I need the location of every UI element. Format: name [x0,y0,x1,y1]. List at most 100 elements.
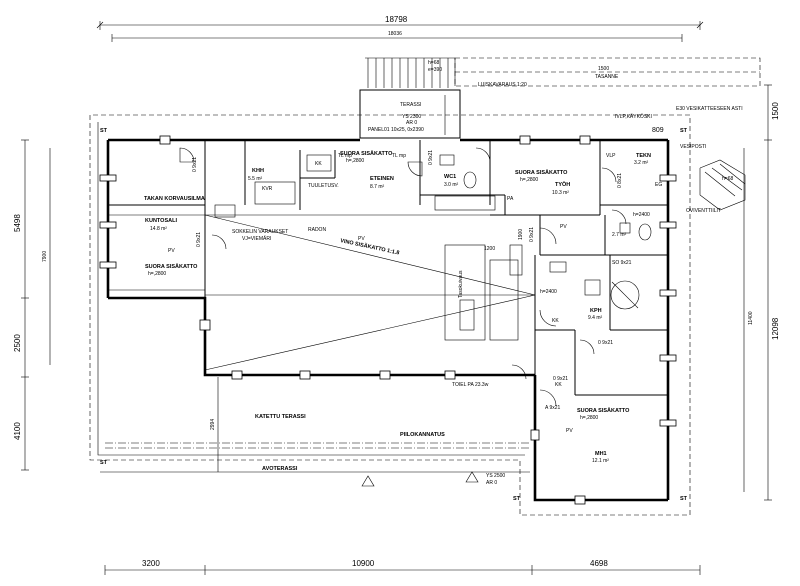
dim-top-small: 1500 [598,66,609,72]
e30-label: E30 VESIKATTEESEEN ASTI [676,106,743,112]
room-name: KUNTOSALI [145,218,177,224]
takan-korvausilma: TAKAN KORVAUSILMA [144,196,205,202]
eg-label: EG [655,182,662,188]
room-area: 3.0 m² [444,182,459,188]
room-note: PV [358,236,365,242]
fixtures [214,154,652,331]
north-arrow-icon [361,475,375,487]
ivlp-label: IVLP,KÄYKÖSKI [615,113,652,120]
annotations: ST ST ST ST ST KK TL mp TL mp TUULETUSV.… [100,106,743,502]
door-tag: 0 9x21 [428,150,434,165]
terrace-entrance: TERASSI YS 2300 AR 0 PANEL01 10x25, 0x23… [359,89,461,139]
wc-area: 2.7 m² [612,232,627,238]
tl-mp-label-2: TL mp [392,153,406,159]
st-label: ST [100,460,108,466]
room-name: ETEINEN [370,176,394,182]
sokkelin-varaukset: SOKKELIN VARAUKSET [232,229,288,235]
room-khh: KHH 5.5 m² [248,168,264,182]
room-note: PV [566,428,573,434]
dim-right-b: 12098 [771,317,780,340]
door-tag: 0 9x21 [196,232,202,247]
room-area: 9.4 m² [588,315,603,321]
ramp: h=68 e=390 1500 TASANNE LUISKAVARAUS 1:2… [365,57,761,211]
room-name: TYÖH [555,181,570,188]
door-tag: A 9x21 [545,405,561,411]
st-label: ST [100,128,108,134]
room-tyo: TYÖH 10.3 m² SUORA SISÄKATTO h=,2800 PV [515,169,570,230]
h2400b-label: h=2400 [540,289,557,295]
dim-bottom-mid: 10900 [352,559,375,568]
tasanne-label: TASANNE [595,74,619,80]
vlp-label: VLP [606,153,616,159]
stair-h: h=68 [722,176,733,182]
dim-terrace-h: 2994 [210,419,216,430]
room-note: PV [168,248,175,254]
room-area: 10.3 m² [552,190,569,196]
roof-outline [89,114,691,516]
door-tag: 0 9x21 [192,157,198,172]
pa-label: PA [507,196,514,202]
st-label: ST [680,496,688,502]
dim-left-inner: 7900 [42,251,48,262]
room-eteinen: ETEINEN 8.7 m² SUORA SISÄKATTO h=,2800 P… [340,150,394,242]
dim-left-c: 4100 [13,422,22,440]
piilokannatus: PIILOKANNATUS [400,432,445,438]
room-name: KHH [252,168,264,174]
room-tekn: TEKN 3.2 m² [634,153,651,166]
terassi-label: TERASSI [400,102,421,108]
terassi-h1: YS 2300 [402,114,421,120]
room-note: SUORA SISÄKATTO [145,263,198,270]
doors [179,147,627,407]
terassi-h2: AR 0 [406,120,417,126]
st-label: ST [513,496,521,502]
room-name: KPH [590,308,602,314]
top-dimensions: 18798 18036 [96,15,704,42]
dim-right-inner: 11400 [748,311,754,325]
ceiling-lines [108,214,536,371]
toiel-label: TOIEL PA 23.3w [452,382,489,388]
st-label: ST [680,128,688,134]
ramp-e-val: e=390 [428,67,442,73]
room-note: SUORA SISÄKATTO [340,150,393,157]
room-kph: KPH 9.4 m² [588,308,603,321]
room-kuntosali: KUNTOSALI 14.8 m² PV SUORA SISÄKATTO h=,… [145,218,198,277]
dim-ridge-right: 1900 [518,229,524,240]
door-tag: 0 8x21 [617,173,623,188]
kk-label-2: KK [552,318,559,324]
dim-809: 809 [652,127,664,134]
door-tag: 0 9x21 [598,340,613,346]
dim-left-b: 2500 [13,334,22,352]
vesiposti-label: VESIPOSTI [680,144,706,150]
avoterassi: AVOTERASSI [262,466,298,472]
kvr-label: KVR [262,186,273,192]
dim-bottom-right: 4698 [590,559,608,568]
room-area: 5.5 m² [248,176,263,182]
kk-label: KK [315,161,322,167]
room-note: h=,2800 [580,415,598,421]
kk-label-3: KK [555,382,562,388]
dim-ridge-left: 1200 [484,246,495,252]
katettu-terassi: KATETTU TERASSI [255,414,306,420]
terassi-panel: PANEL01 10x25, 0x2390 [368,127,424,133]
room-name: TEKN [636,153,651,159]
room-name: MH1 [595,451,607,457]
entry-arrow-icon [465,471,479,483]
dim-left-a: 5498 [13,214,22,232]
room-area: 12.1 m² [592,458,609,464]
door-tag: 0 9x21 [553,376,568,382]
vj-viemari: VJ=VIEMÄRI [242,235,271,242]
ys2500-label: YS 2500 [486,473,505,479]
room-note: h=,2800 [346,158,364,164]
room-note: PV [560,224,567,230]
room-name: WC1 [444,174,456,180]
room-area: 3.2 m² [634,160,649,166]
room-mh1: MH1 12.1 m² SUORA SISÄKATTO h=,2800 PV [566,407,630,464]
luiskavaraus-label: LUISKAVARAUS 1:20 [478,82,527,88]
room-note: h=,2800 [520,177,538,183]
outer-walls [99,135,677,505]
left-dimensions: 5498 2500 4100 7900 [13,139,51,471]
room-area: 14.8 m² [150,226,167,232]
dim-top-total: 18798 [385,15,408,24]
ovi-label: OVIVENTTIILIT [686,208,721,214]
